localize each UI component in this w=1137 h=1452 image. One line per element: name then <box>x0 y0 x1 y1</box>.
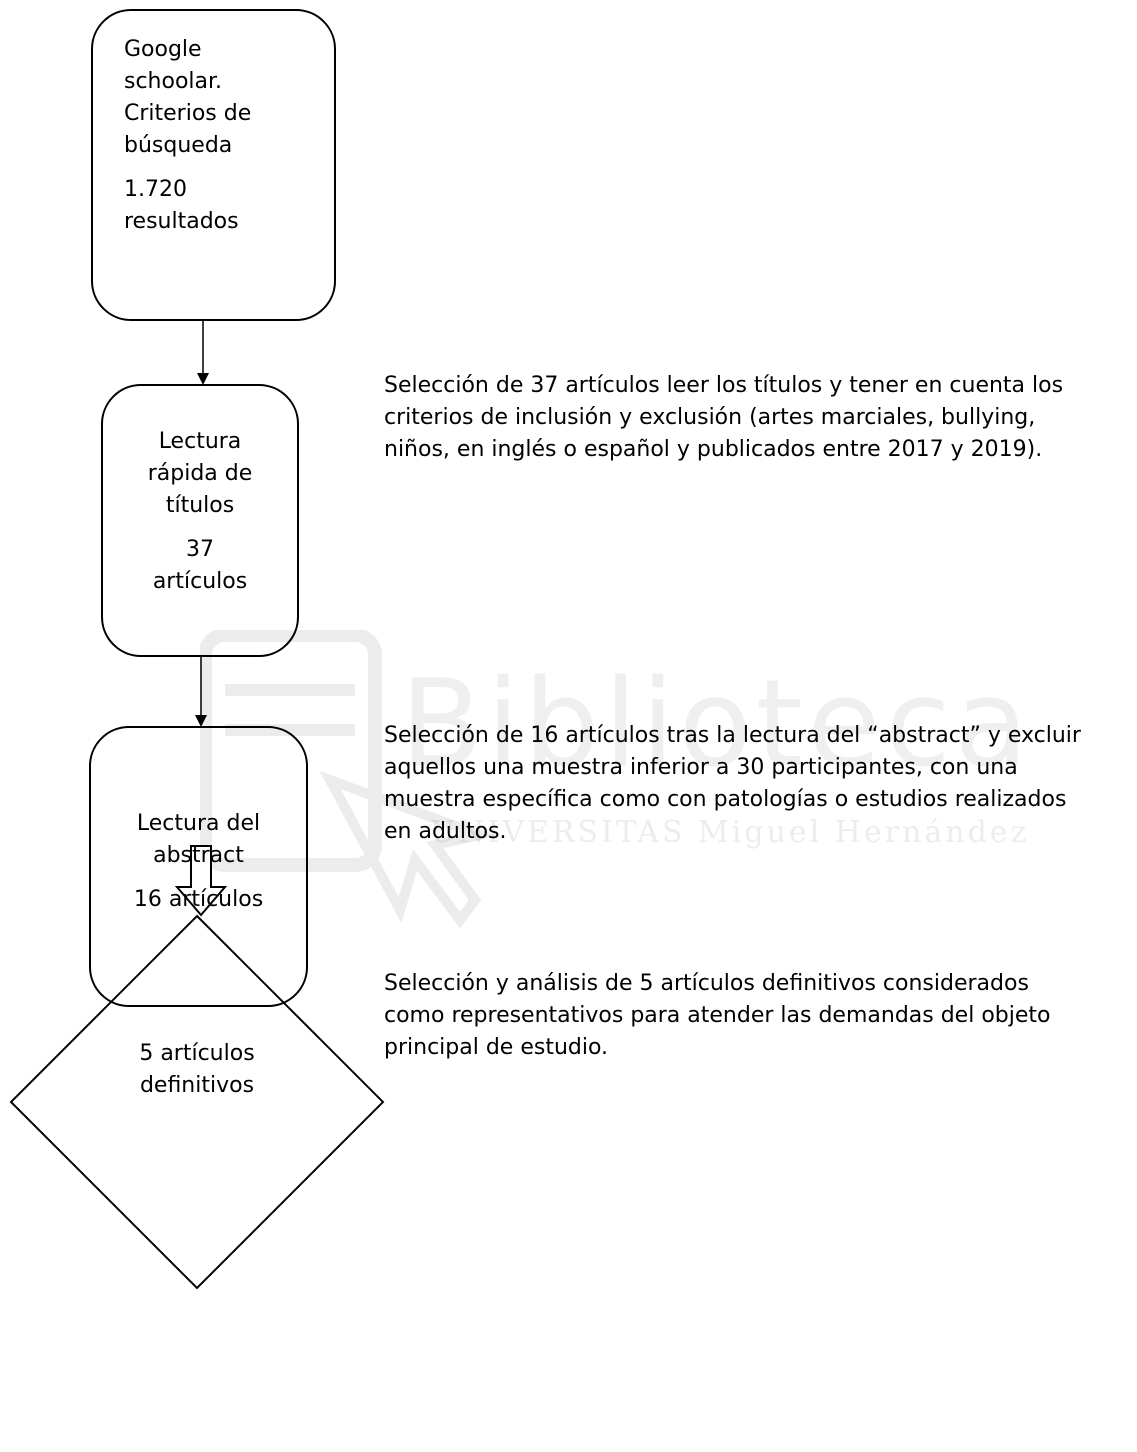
step-abstract-desc-line-2: aquellos una muestra inferior a 30 parti… <box>384 755 1018 780</box>
step-final-desc-line-1: Selección y análisis de 5 artículos defi… <box>384 971 1029 996</box>
block-arrow <box>174 845 228 917</box>
decision-diamond <box>9 914 385 1290</box>
step-final-desc-line-3: principal de estudio. <box>384 1035 609 1060</box>
step-abstract-desc-line-4: en adultos. <box>384 819 507 844</box>
step-abstract-box <box>89 726 308 1007</box>
step-search-box <box>91 9 336 321</box>
step-search-count-1: 1.720 <box>124 177 187 202</box>
step-titles-desc-line-1: Selección de 37 artículos leer los títul… <box>384 373 1064 398</box>
step-abstract-desc-line-3: muestra específica como con patologías o… <box>384 787 1067 812</box>
step-abstract-count-1: 16 artículos <box>133 887 264 912</box>
step-titles-count-1: 37 <box>186 537 214 562</box>
step-titles-count-2: artículos <box>152 569 248 594</box>
step-final-description: Selección y análisis de 5 artículos defi… <box>384 968 1134 1064</box>
step-abstract-desc-line-1: Selección de 16 artículos tras la lectur… <box>384 723 1081 748</box>
step-titles-box <box>101 384 299 657</box>
step-final-text: 5 artículos definitivos <box>107 1038 287 1102</box>
step-search-count-2: resultados <box>124 209 239 234</box>
step-titles-description: Selección de 37 artículos leer los títul… <box>384 370 1134 466</box>
step-titles-desc-line-2: criterios de inclusión y exclusión (arte… <box>384 405 1036 430</box>
step-final-line-2: definitivos <box>139 1073 255 1098</box>
step-search-line-1: Google <box>124 37 202 62</box>
step-titles-line-3: títulos <box>165 493 235 518</box>
arrow-2-head <box>195 715 207 727</box>
step-search-text: Google schoolar. Criterios de búsqueda 1… <box>124 34 324 238</box>
step-abstract-text: Lectura del abstract 16 artículos <box>89 808 308 916</box>
arrow-1-head <box>197 373 209 385</box>
step-search-line-4: búsqueda <box>124 133 233 158</box>
step-search-line-3: Criterios de <box>124 101 252 126</box>
step-titles-line-2: rápida de <box>147 461 253 486</box>
step-abstract-description: Selección de 16 artículos tras la lectur… <box>384 720 1136 848</box>
step-abstract-line-2: abstract <box>153 843 244 868</box>
step-abstract-line-1: Lectura del <box>136 811 261 836</box>
step-final-desc-line-2: como representativos para atender las de… <box>384 1003 1051 1028</box>
step-titles-text: Lectura rápida de títulos 37 artículos <box>101 426 299 598</box>
step-titles-desc-line-3: niños, en inglés o español y publicados … <box>384 437 1043 462</box>
step-final-line-1: 5 artículos <box>139 1041 255 1066</box>
step-search-line-2: schoolar. <box>124 69 223 94</box>
step-titles-line-1: Lectura <box>158 429 242 454</box>
